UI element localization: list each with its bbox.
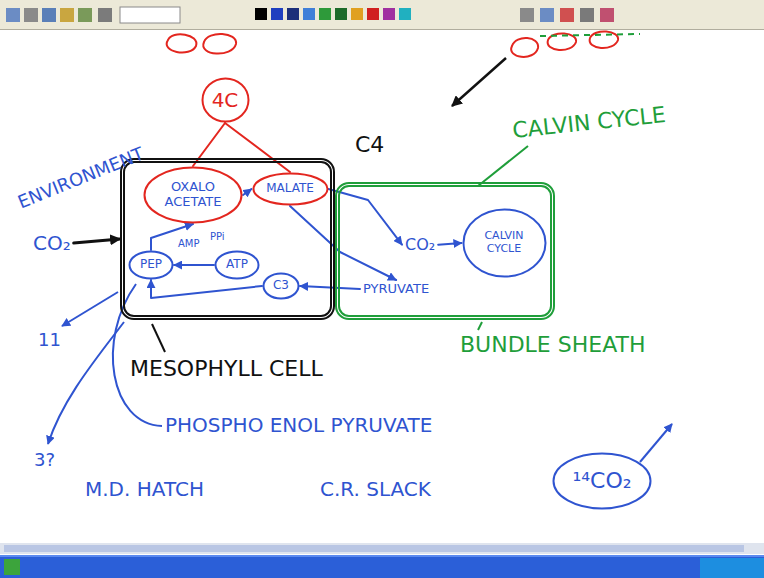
ellipse-shape <box>130 252 173 279</box>
node-text: CO₂ <box>33 231 71 255</box>
tool-icon <box>60 8 74 22</box>
flow-arrow <box>290 206 396 280</box>
node-text: 4C <box>212 89 239 112</box>
tracer-circle: ¹⁴CO₂ <box>552 452 652 510</box>
cell-heading: BUNDLE SHEATH <box>460 332 645 357</box>
node-text: CO₂ <box>405 235 435 254</box>
compound-circle: OXALO ACETATE <box>143 166 243 224</box>
output-arrow <box>62 292 118 326</box>
tracer-arrow <box>640 424 672 462</box>
ellipse-shape <box>463 210 545 277</box>
start-icon <box>4 559 20 575</box>
bundle-sheath-cell: BUNDLE SHEATHCO₂CALVIN CYCLEPYRUVATE <box>335 182 555 320</box>
taskbar <box>0 555 764 578</box>
tool-icon <box>42 8 56 22</box>
author-name: C.R. SLACK <box>320 478 431 501</box>
gas-node: CO₂ <box>30 230 74 256</box>
tool-icon <box>98 8 112 22</box>
leader-line <box>478 146 528 186</box>
pathway-title: C4 <box>355 132 384 157</box>
color-swatch <box>271 8 283 20</box>
node-text: CALVIN CYCLE <box>477 230 531 255</box>
node-text: PYRUVATE <box>363 281 429 296</box>
tool-icon <box>520 8 534 22</box>
flow-arrow <box>300 286 360 289</box>
ellipse-shape <box>264 274 299 299</box>
leader-line <box>478 322 482 330</box>
red-scribble <box>167 34 197 52</box>
compound-circle: PEP <box>128 250 174 280</box>
mesophyll-cell: MESOPHYLL CELLOXALO ACETATEMALATEPEPATPC… <box>120 158 335 320</box>
ellipse-shape <box>253 174 327 205</box>
color-swatch <box>367 8 379 20</box>
tool-icon <box>540 8 554 22</box>
tool-icon <box>580 8 594 22</box>
cell-heading: MESOPHYLL CELL <box>130 356 323 381</box>
node-text: MALATE <box>266 182 314 196</box>
red-scribble <box>590 31 618 48</box>
region-label: ENVIRONMENT <box>15 144 147 213</box>
ellipse-shape <box>145 168 242 223</box>
compound-node: PYRUVATE <box>360 280 432 298</box>
gas-node: CO₂ <box>402 234 438 255</box>
node-text: C3 <box>273 279 289 293</box>
cycle-circle: CALVIN CYCLE <box>462 208 547 278</box>
region-label: CALVIN CYCLE <box>511 102 667 143</box>
note-number: 11 <box>38 330 61 351</box>
byproduct-label: AMP <box>178 238 200 250</box>
tray <box>700 558 764 578</box>
tool-dropdown <box>120 7 180 23</box>
red-scribble <box>203 34 236 54</box>
node-text: ATP <box>226 258 248 272</box>
toolbar-icons <box>6 7 614 23</box>
compound-circle: MALATE <box>252 172 329 206</box>
ellipse-shape <box>202 79 248 122</box>
flow-arrow <box>438 243 461 245</box>
compound-circle: ATP <box>214 250 260 280</box>
pointer-arrow <box>452 58 506 106</box>
scrollbar <box>0 543 764 554</box>
node-text: OXALO ACETATE <box>160 180 226 210</box>
flow-arrow <box>225 123 290 172</box>
taskbar-edge <box>0 555 764 557</box>
color-swatch <box>383 8 395 20</box>
tool-icon <box>600 8 614 22</box>
color-swatch <box>399 8 411 20</box>
compound-circle: C3 <box>262 272 300 300</box>
color-swatch <box>351 8 363 20</box>
tool-icon <box>560 8 574 22</box>
color-swatch <box>335 8 347 20</box>
color-swatch <box>303 8 315 20</box>
node-text: ¹⁴CO₂ <box>572 468 631 493</box>
ellipse-shape <box>216 252 259 279</box>
tool-icon <box>78 8 92 22</box>
color-swatch <box>255 8 267 20</box>
carbon-count-circle: 4C <box>201 77 250 123</box>
leader-line <box>152 324 165 352</box>
byproduct-label: PPi <box>210 231 225 243</box>
node-text: PEP <box>140 258 162 272</box>
author-name: M.D. HATCH <box>85 478 204 501</box>
flow-arrow <box>243 189 252 195</box>
green-scribble <box>540 34 640 36</box>
compound-name: PHOSPHO ENOL PYRUVATE <box>165 414 432 437</box>
tool-icon <box>24 8 38 22</box>
ellipse-shape <box>554 454 651 509</box>
flow-arrow <box>151 280 262 298</box>
color-swatch <box>287 8 299 20</box>
toolbar-edge <box>0 29 764 30</box>
red-scribble <box>511 38 538 57</box>
toolbar <box>0 0 764 30</box>
note-number: 3? <box>34 450 55 471</box>
flow-arrow <box>74 239 120 243</box>
tool-icon <box>6 8 20 22</box>
flow-arrow <box>174 264 214 266</box>
scrollbar-thumb <box>4 545 744 552</box>
color-swatch <box>319 8 331 20</box>
